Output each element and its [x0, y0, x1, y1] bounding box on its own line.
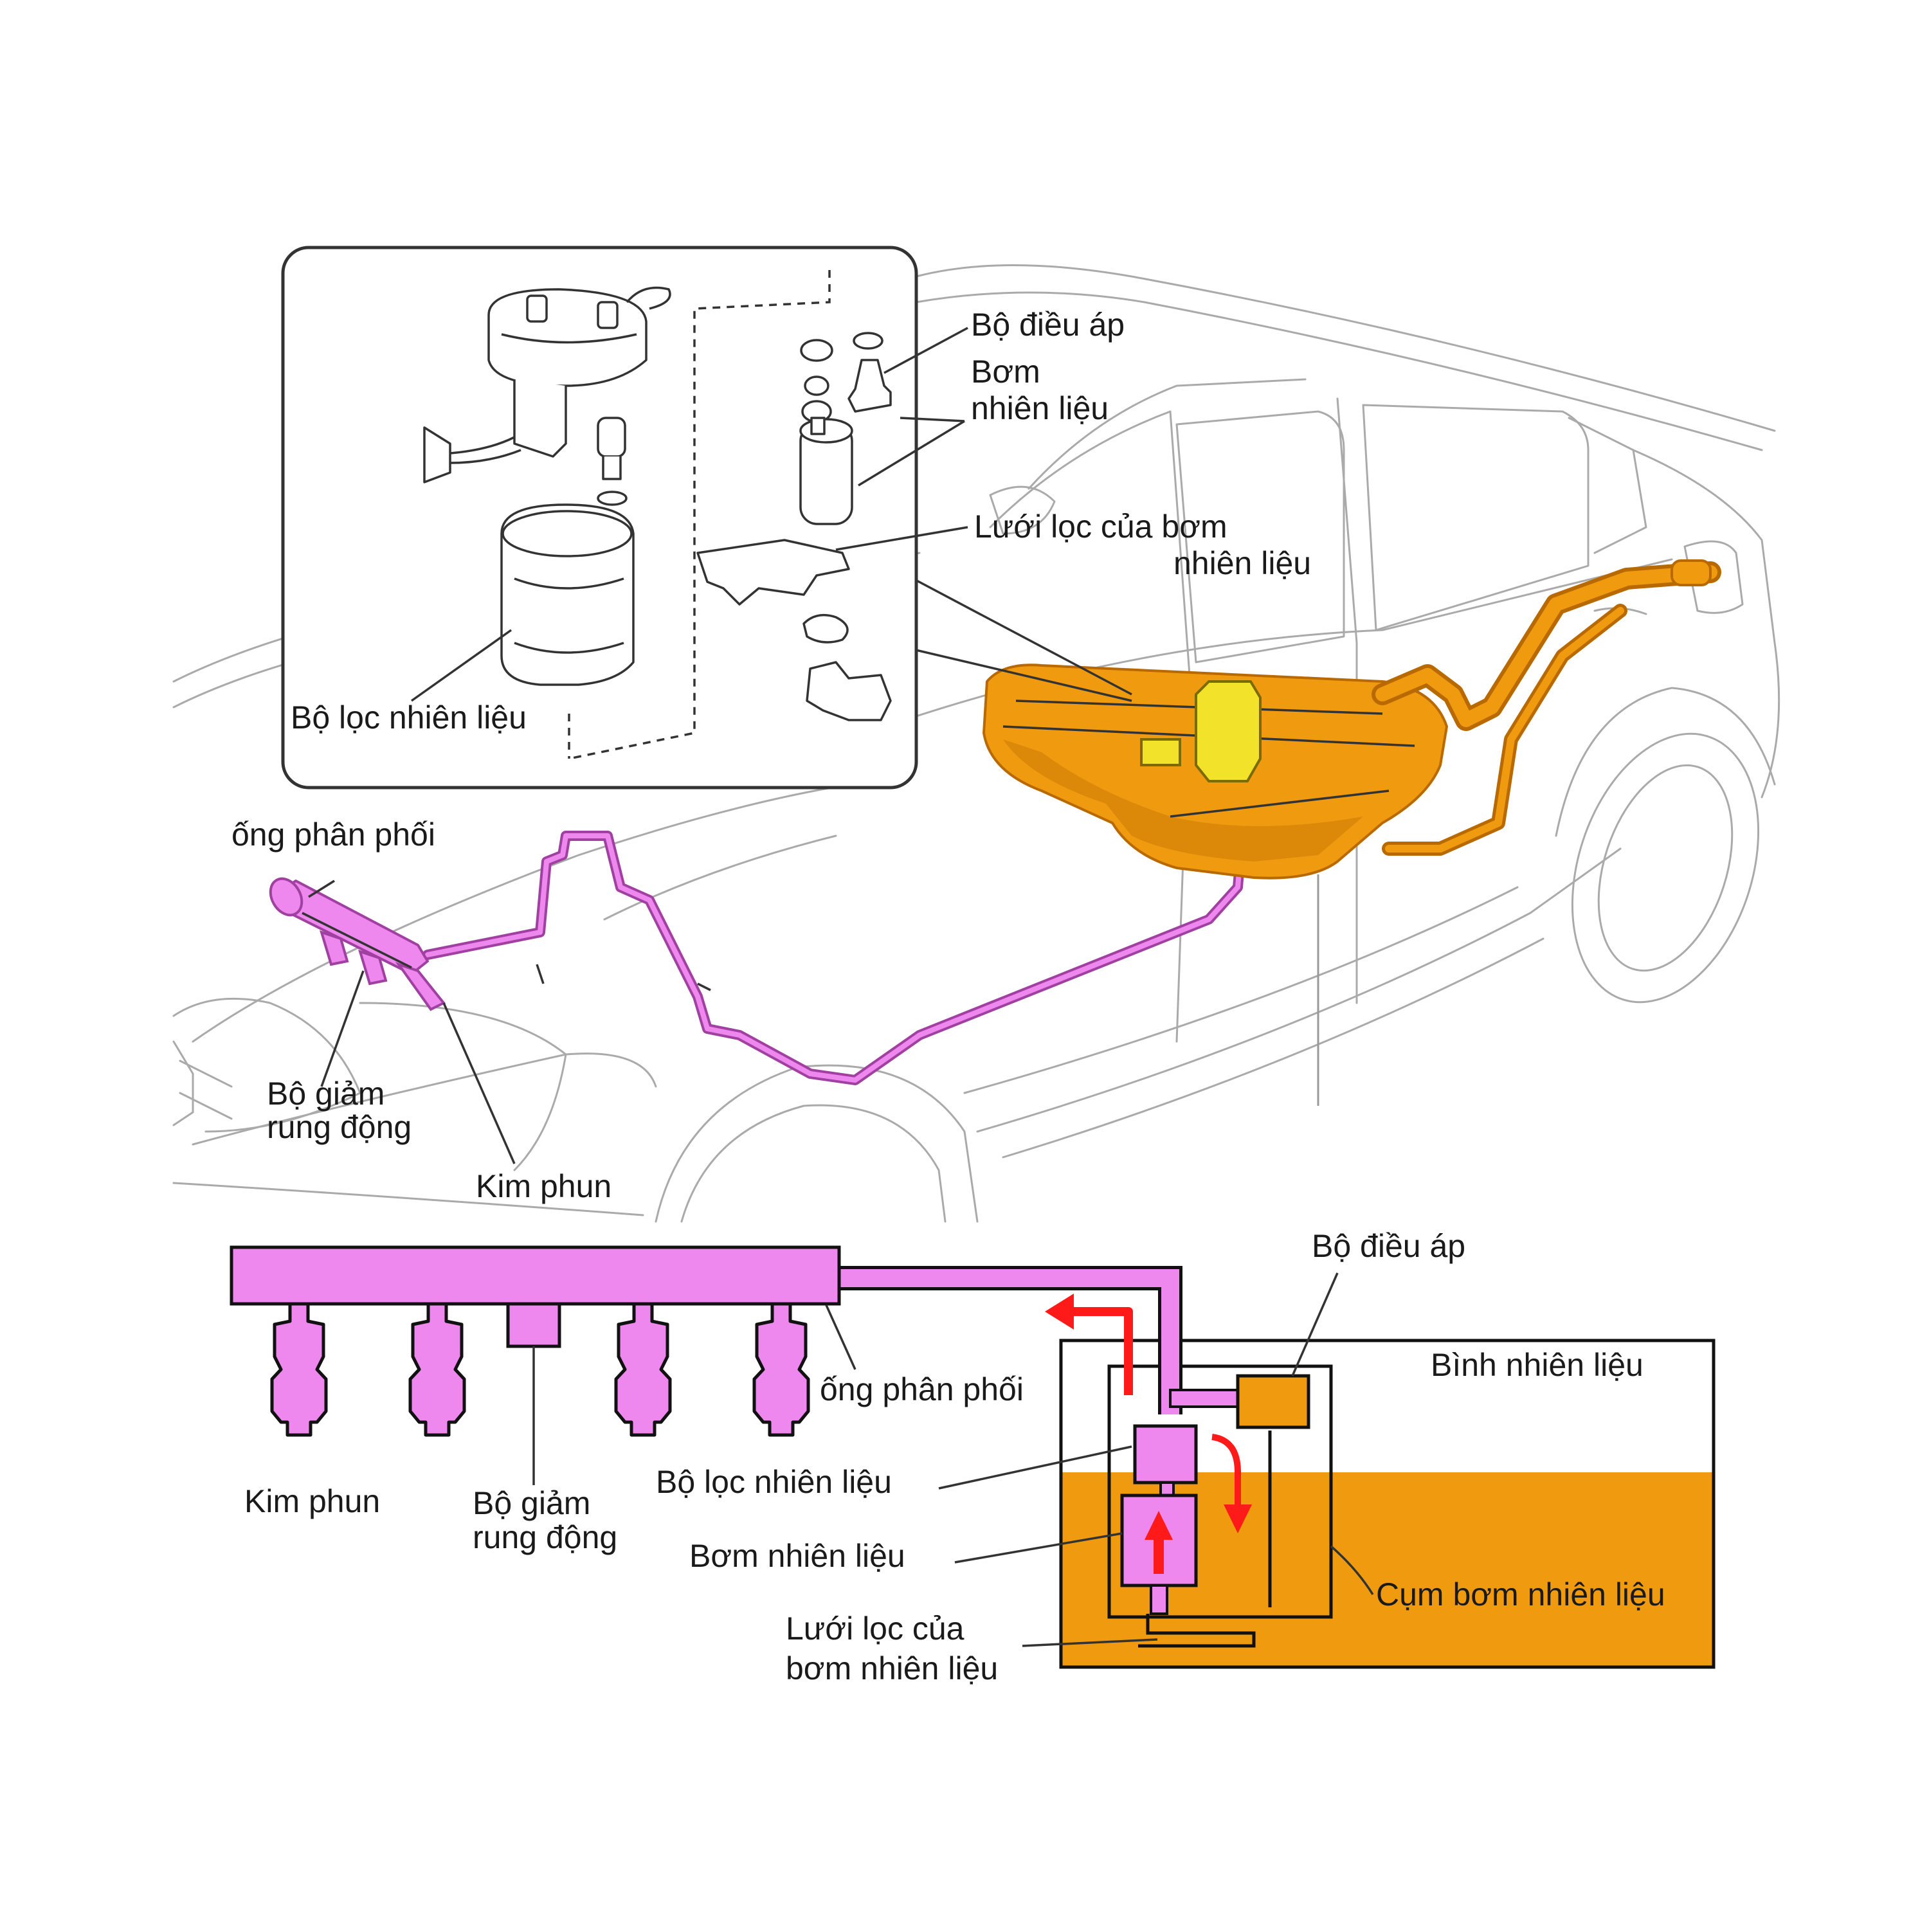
label-delivery-pipe: ống phân phối	[820, 1371, 1024, 1407]
label-fuel-tank: Bình nhiên liệu	[1431, 1347, 1644, 1383]
schematic-injector-1	[272, 1304, 326, 1435]
schematic-pressure-regulator	[1238, 1376, 1309, 1427]
label-fuel-filter: Bộ lọc nhiên liệu	[656, 1464, 892, 1500]
label-pressure-regulator: Bộ điều áp	[1312, 1228, 1465, 1264]
label-pump-assembly: Cụm bơm nhiên liệu	[1376, 1576, 1665, 1612]
delivery-pipe-3d	[264, 873, 444, 1009]
label-injector-top: Kim phun	[476, 1168, 611, 1204]
schematic-injector-2	[410, 1304, 464, 1435]
fuel-tank-3d	[984, 561, 1710, 1106]
schematic-injector-4	[754, 1304, 808, 1435]
label-pulsation-damper-line2: rung động	[473, 1519, 617, 1555]
schematic-fuel-filter	[1135, 1426, 1196, 1483]
label-pump-strainer-top-line2: nhiên liệu	[1173, 545, 1311, 581]
label-delivery-pipe-top: ống phân phối	[231, 817, 435, 853]
label-injector: Kim phun	[244, 1483, 380, 1519]
label-pump-strainer-line2: bơm nhiên liệu	[786, 1650, 998, 1686]
arrow-icon	[1071, 1312, 1128, 1395]
schematic-injector-3	[616, 1304, 670, 1435]
schematic-pulsation-damper	[508, 1304, 559, 1346]
label-fuel-pump-top-line2: nhiên liệu	[971, 390, 1109, 426]
label-pulsation-damper-top-line2: rung động	[267, 1109, 412, 1145]
label-fuel-pump: Bơm nhiên liệu	[689, 1538, 905, 1574]
label-pump-strainer-line1: Lưới lọc của	[786, 1611, 964, 1647]
label-pump-strainer-top-line1: Lưới lọc của bơm	[974, 509, 1227, 545]
label-pulsation-damper-line1: Bộ giảm	[473, 1485, 590, 1521]
label-pulsation-damper-top-line1: Bộ giảm	[267, 1076, 385, 1112]
arrow-icon	[1045, 1294, 1074, 1330]
label-fuel-pump-top-line1: Bơm	[971, 354, 1040, 390]
schematic-delivery-pipe	[231, 1247, 839, 1304]
label-fuel-filter-top: Bộ lọc nhiên liệu	[291, 700, 527, 736]
label-pressure-regulator-top: Bộ điều áp	[971, 307, 1125, 343]
